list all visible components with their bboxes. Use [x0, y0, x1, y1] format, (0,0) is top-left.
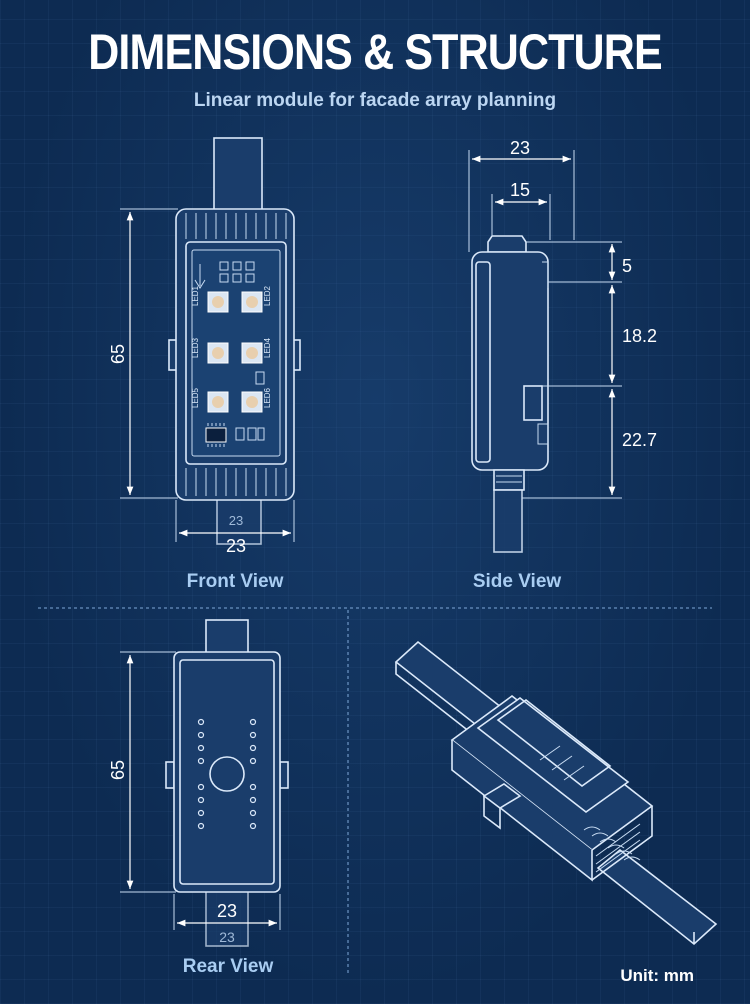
- side-total-width-value: 23: [510, 138, 530, 158]
- rear-width-dimension: [173, 894, 281, 930]
- side-view-drawing: [471, 235, 549, 553]
- side-vertical-dimensions: [522, 241, 622, 499]
- page-title: DIMENSIONS & STRUCTURE: [88, 24, 662, 80]
- front-height-value: 65: [108, 344, 128, 364]
- pcb-label-led2: LED2: [263, 285, 272, 306]
- front-view-drawing: [168, 137, 301, 545]
- pcb-label-led6: LED6: [263, 387, 272, 408]
- front-width-dimension: [175, 500, 295, 542]
- isometric-view-drawing: [394, 640, 718, 946]
- pcb-label-led5: LED5: [191, 387, 200, 408]
- front-height-dimension: [120, 208, 178, 499]
- side-inner-width-dimension: [491, 194, 551, 240]
- unit-label: Unit: mm: [620, 966, 694, 985]
- side-top-offset-value: 5: [622, 256, 632, 276]
- front-width-ghost-value: 23: [229, 513, 243, 528]
- pcb-label-led3: LED3: [191, 337, 200, 358]
- rear-height-value: 65: [108, 760, 128, 780]
- pcb-label-led4: LED4: [263, 337, 272, 358]
- rear-width-value: 23: [217, 901, 237, 921]
- rear-view-drawing: [165, 619, 289, 947]
- rear-width-ghost-value: 23: [219, 929, 235, 945]
- page-subtitle: Linear module for facade array planning: [193, 90, 557, 111]
- side-total-width-dimension: [468, 150, 575, 252]
- side-inner-width-value: 15: [510, 180, 530, 200]
- side-view-label: Side View: [472, 571, 562, 592]
- rear-view-label: Rear View: [182, 956, 274, 977]
- front-width-value: 23: [226, 536, 246, 556]
- pcb-label-led1: LED1: [191, 285, 200, 306]
- front-view-label: Front View: [186, 571, 284, 592]
- side-bottom-segment-value: 22.7: [622, 430, 657, 450]
- rear-height-dimension: [120, 651, 176, 893]
- side-middle-segment-value: 18.2: [622, 326, 657, 346]
